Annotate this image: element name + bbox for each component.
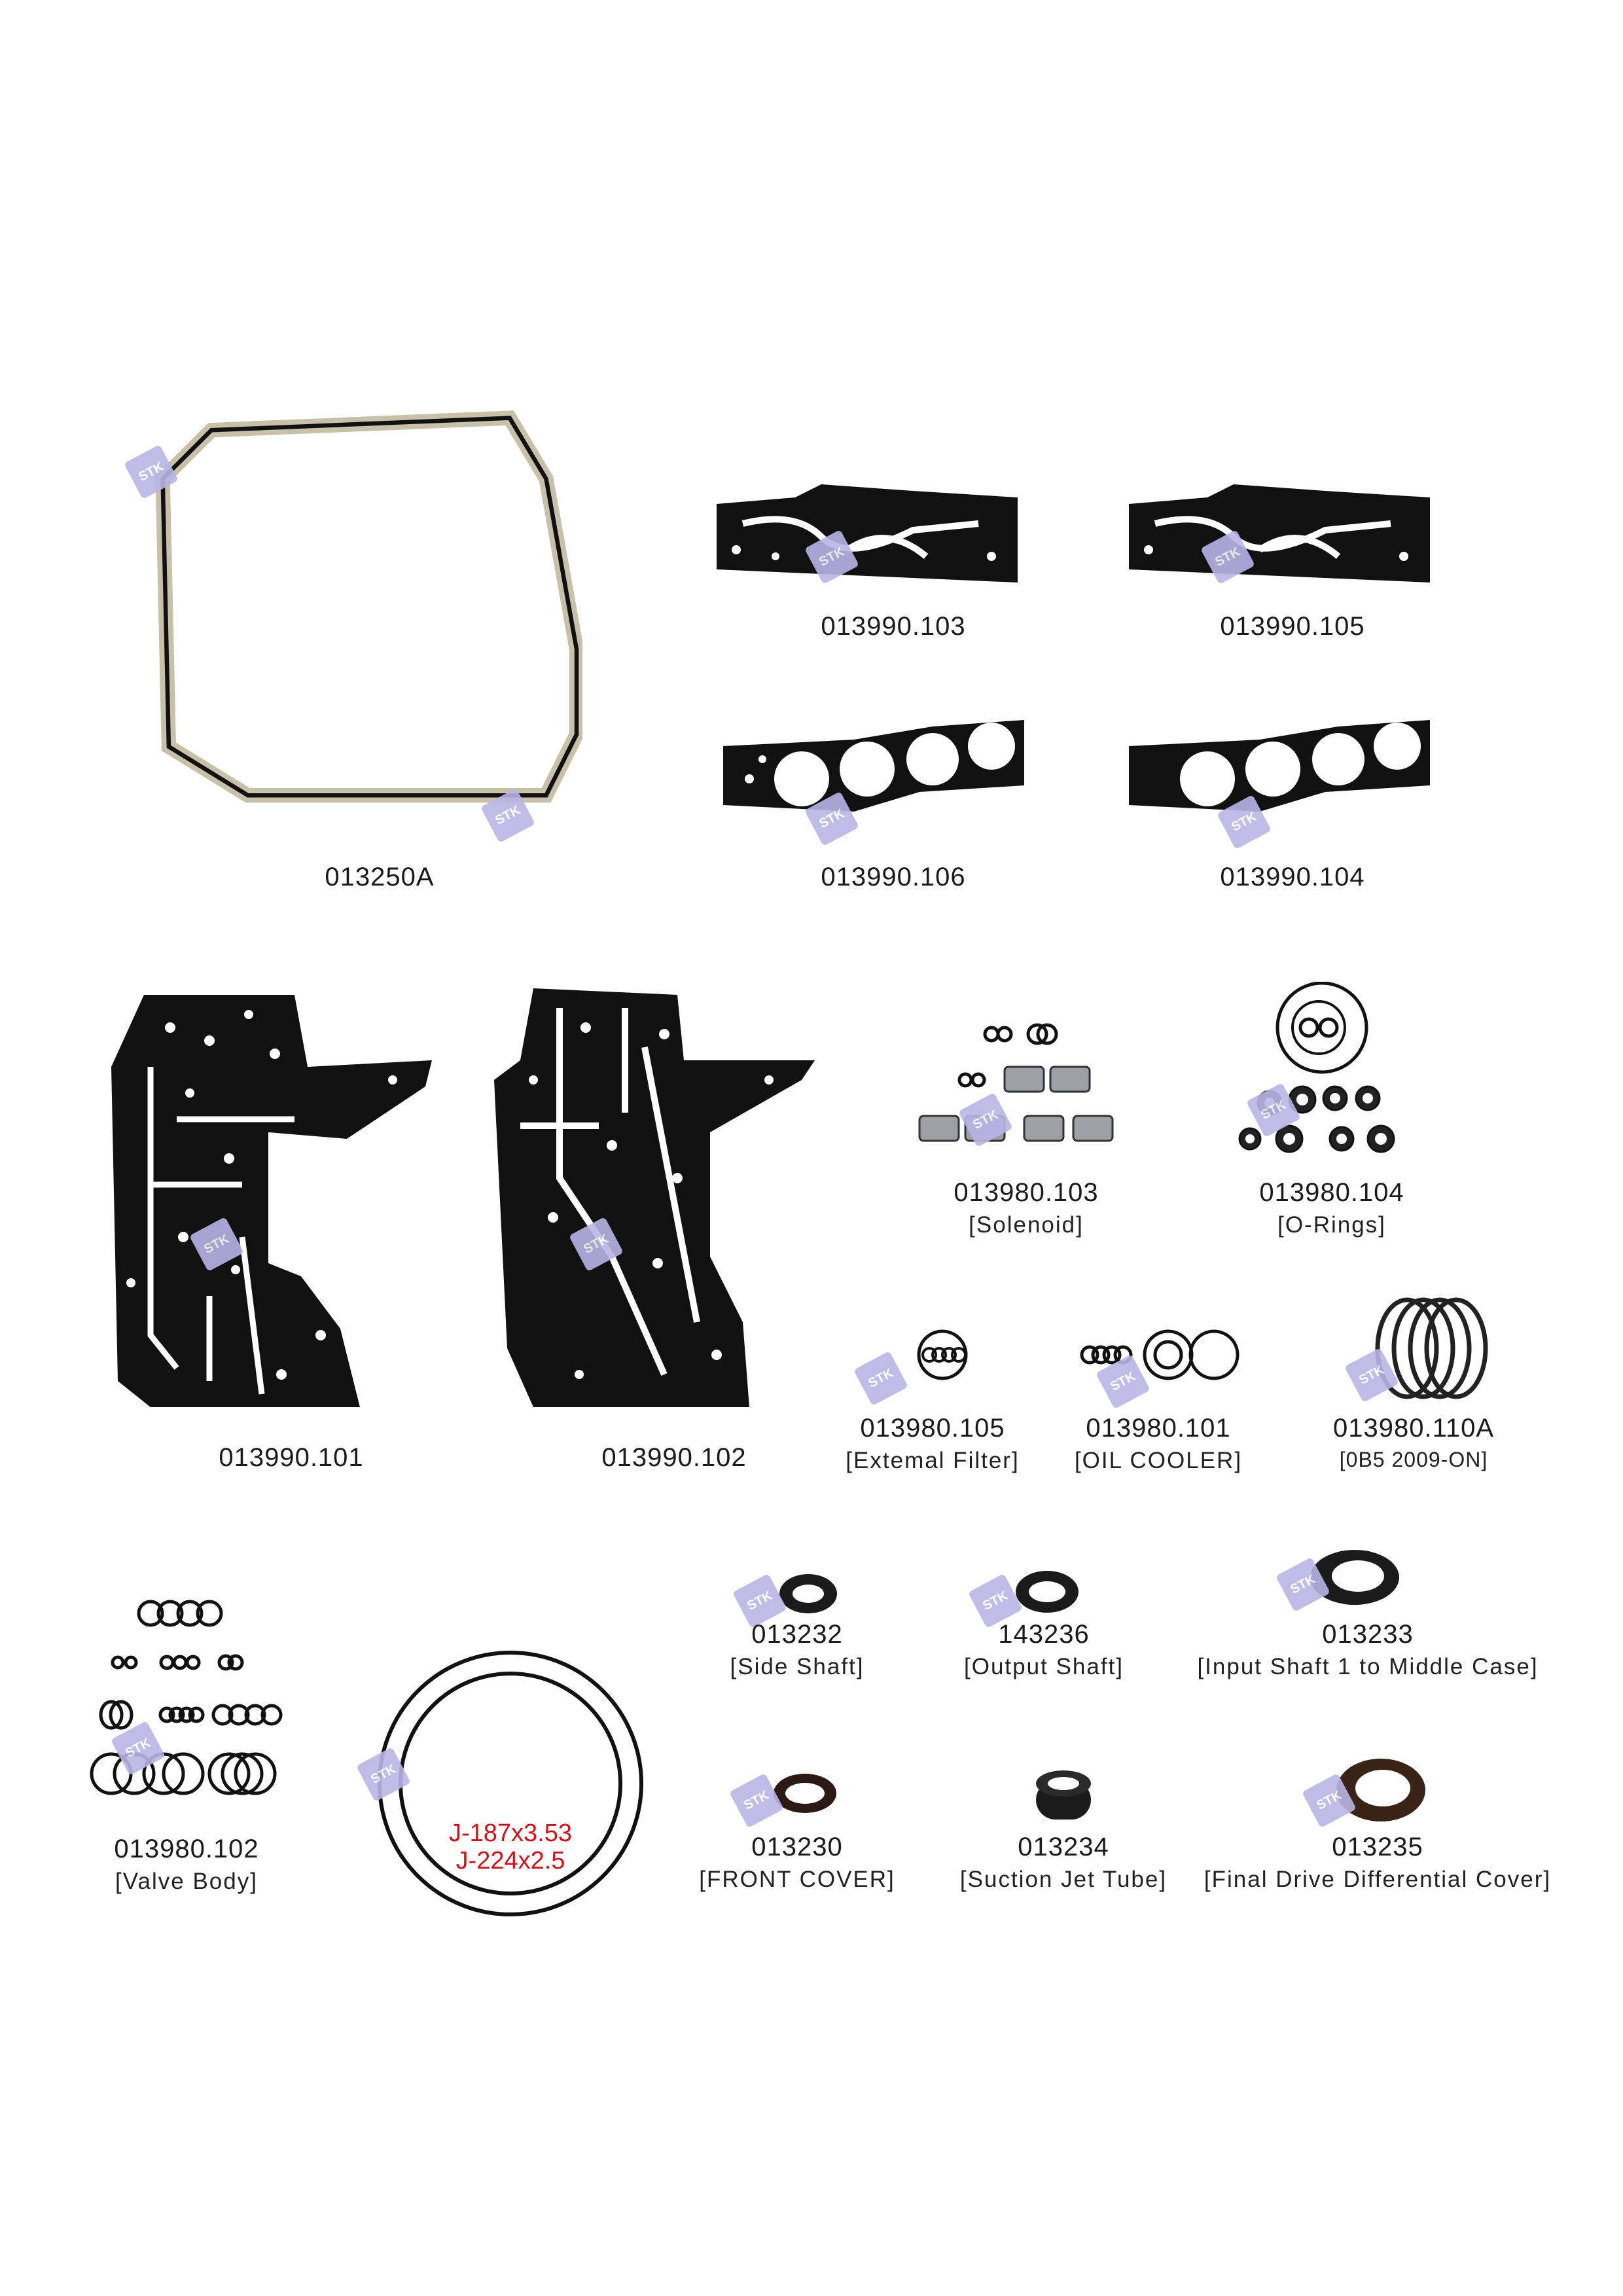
valve-plate-gasket-image xyxy=(723,720,1024,812)
separator-plate-image xyxy=(111,995,432,1407)
filter-seal-image xyxy=(917,1329,968,1380)
part-code: 013990.106 xyxy=(821,863,966,891)
oil-seal-image xyxy=(779,1574,837,1613)
part-code: 013990.105 xyxy=(1220,612,1365,641)
part-code: 013232 xyxy=(751,1620,843,1649)
part-description: [Solenoid] xyxy=(969,1212,1084,1238)
part-code: 013980.101 xyxy=(1086,1414,1231,1443)
part-code: 013230 xyxy=(751,1833,843,1861)
large-o-ring-image xyxy=(378,1651,643,1916)
part-description: [0B5 2009-ON] xyxy=(1339,1448,1488,1471)
part-description: [Suction Jet Tube] xyxy=(959,1867,1168,1892)
solenoid-gasket-image xyxy=(1129,484,1430,583)
part-code: 013980.110A xyxy=(1332,1414,1495,1443)
seal-ring-set-image xyxy=(1375,1297,1488,1399)
part-description: [Valve Body] xyxy=(115,1869,258,1894)
watermark-logo: STK xyxy=(853,1351,908,1406)
part-code: 013235 xyxy=(1332,1833,1423,1861)
oil-cooler-seal-image xyxy=(1080,1329,1240,1380)
valve-body-o-ring-kit-image xyxy=(90,1600,283,1795)
part-description: [Input Shaft 1 to Middle Case] xyxy=(1197,1654,1539,1679)
part-code: 143236 xyxy=(998,1620,1090,1649)
oil-seal-image xyxy=(1036,1770,1091,1820)
part-description: [Extemal Filter] xyxy=(846,1448,1020,1473)
solenoid-gasket-image xyxy=(717,484,1018,583)
part-code: 013250A xyxy=(325,863,435,891)
ring-size-label: J-224x2.5 xyxy=(455,1847,565,1874)
part-description: [Side Shaft] xyxy=(730,1654,865,1679)
part-code: 013233 xyxy=(1322,1620,1414,1649)
part-code: 013980.105 xyxy=(860,1414,1005,1443)
part-code: 013980.102 xyxy=(114,1835,259,1863)
part-description: [Output Shaft] xyxy=(964,1654,1124,1679)
valve-plate-gasket-image xyxy=(1129,720,1430,812)
part-code: 013980.104 xyxy=(1259,1178,1404,1207)
part-description: [FRONT COVER] xyxy=(699,1867,895,1892)
part-code: 013234 xyxy=(1018,1833,1109,1861)
pan-gasket-image xyxy=(155,410,582,803)
separator-plate-image xyxy=(494,988,815,1407)
oil-seal-image xyxy=(1336,1759,1425,1821)
part-description: [O-Rings] xyxy=(1277,1212,1386,1238)
o-ring-kit-image xyxy=(1238,982,1395,1153)
ring-size-label: J-187x3.53 xyxy=(448,1820,573,1847)
part-code: 013980.103 xyxy=(954,1178,1099,1207)
part-description: [Final Drive Differential Cover] xyxy=(1204,1867,1552,1892)
solenoid-seal-kit-image xyxy=(918,1023,1114,1142)
part-code: 013990.101 xyxy=(219,1443,364,1472)
oil-seal-image xyxy=(774,1774,836,1813)
oil-seal-image xyxy=(1016,1571,1079,1613)
part-code: 013990.103 xyxy=(821,612,966,641)
part-description: [OIL COOLER] xyxy=(1074,1448,1243,1473)
part-code: 013990.104 xyxy=(1220,863,1365,891)
oil-seal-image xyxy=(1310,1550,1399,1605)
part-code: 013990.102 xyxy=(601,1443,747,1472)
